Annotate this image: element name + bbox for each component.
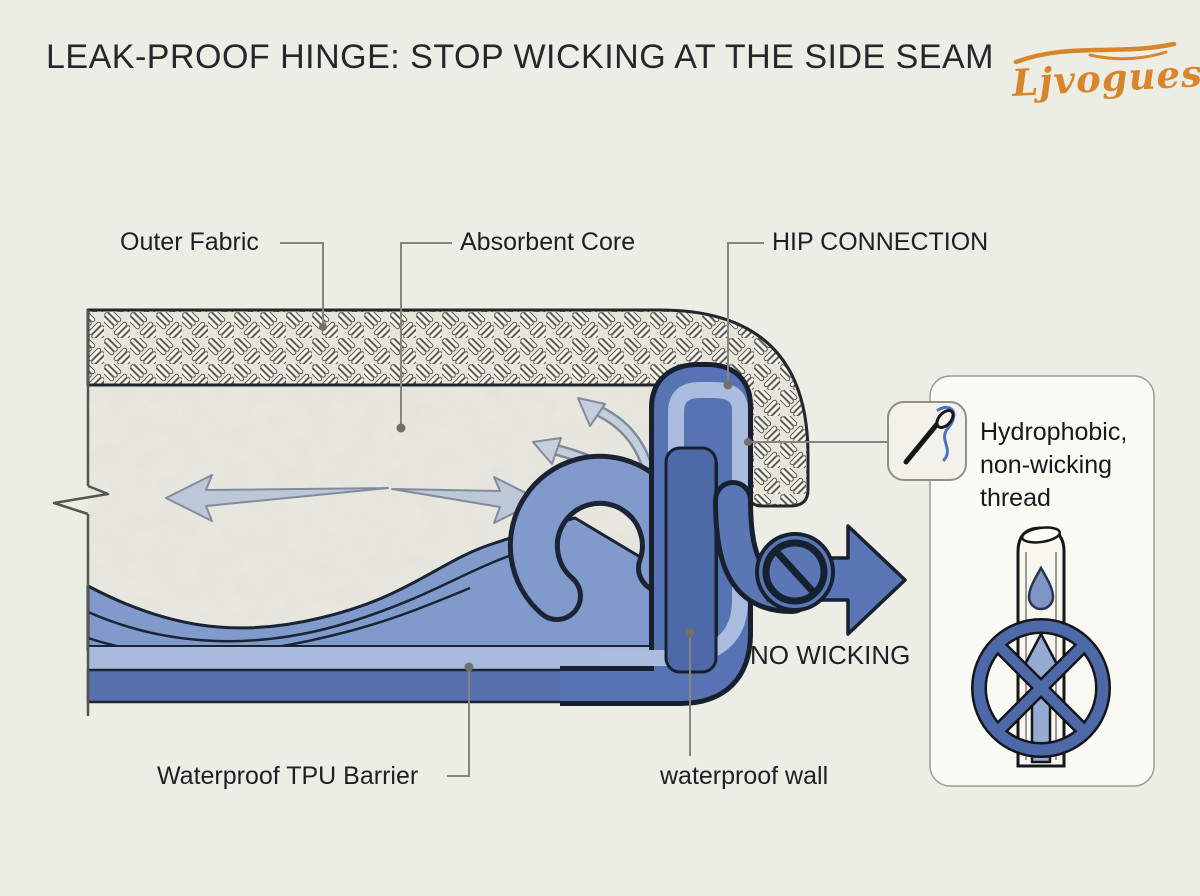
leader-dots: [319, 323, 752, 672]
label-outer-fabric: Outer Fabric: [120, 228, 259, 256]
section-break-line: [52, 310, 110, 716]
water-droplet-icon: [1027, 565, 1055, 611]
label-absorbent-core: Absorbent Core: [460, 228, 636, 256]
needle-and-thread-icon: [903, 405, 956, 465]
moisture-spread-left-arrow: [165, 474, 389, 522]
moisture-spread-right-arrow: [391, 476, 541, 524]
crossed-circle-icon: [971, 618, 1111, 758]
label-no-wicking: NO WICKING: [750, 640, 911, 670]
callout-panel: [887, 375, 1155, 787]
leader-lines: [280, 242, 888, 777]
brand-swoosh: [1013, 41, 1177, 65]
page-title: LEAK-PROOF HINGE: STOP WICKING AT THE SI…: [46, 38, 994, 76]
label-waterproof-tpu-barrier: Waterproof TPU Barrier: [157, 762, 419, 790]
callout-thread-note: Hydrophobic, non-wicking thread: [980, 418, 1128, 512]
no-symbol-icon: [755, 532, 835, 612]
thread-capillary-figure: [971, 526, 1111, 768]
label-hip-connection: HIP CONNECTION: [772, 228, 989, 256]
no-wicking-arrow: [713, 480, 907, 636]
label-waterproof-wall: waterproof wall: [660, 762, 829, 790]
